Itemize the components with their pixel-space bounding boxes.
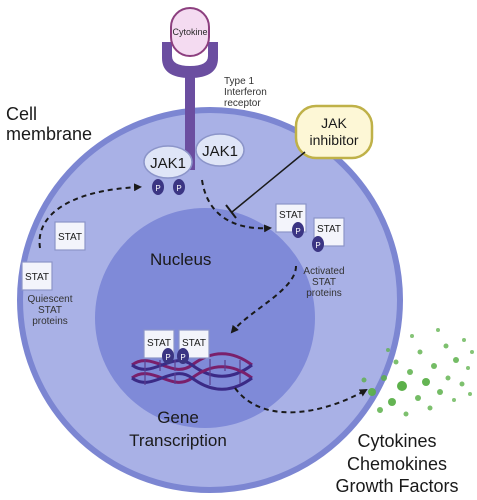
jak-inhibitor [225, 104, 374, 219]
particle-dot [388, 398, 396, 406]
secreted-products-label: Cytokines Chemokines Growth Factors [322, 430, 472, 498]
particle-dot [368, 388, 376, 396]
arrow-jak1-to-stat [201, 179, 272, 233]
stat-label: STAT [182, 338, 206, 349]
quiescent-stat-proteins [21, 221, 86, 291]
particle-dot [443, 343, 449, 349]
dna-helix [131, 352, 253, 391]
output-label-line2: Chemokines [346, 453, 448, 474]
particle-dot [386, 348, 390, 352]
secreted-particles [361, 328, 474, 417]
cytokine-label: Cytokine [172, 27, 207, 37]
phosphate-marker [162, 348, 174, 364]
arrow-quiescent-to-jak1 [38, 183, 142, 249]
arrow-stat-to-nucleus [230, 265, 297, 334]
phosphate-marker [312, 236, 324, 252]
particle-dot [470, 350, 474, 354]
particle-dot [462, 338, 466, 342]
particle-dot [397, 381, 407, 391]
receptor-label-line2: Interferon [224, 87, 267, 99]
interferon-receptor [162, 42, 218, 170]
particle-dot [459, 381, 465, 387]
jak1-receptor-label: JAK1 [202, 143, 238, 160]
phospho-label: P [180, 353, 185, 362]
nucleus-label: Nucleus [150, 250, 212, 269]
activated-label-line2: STAT [311, 277, 337, 289]
jak1-bound-label: JAK1 [150, 155, 186, 172]
phospho-label: P [176, 184, 181, 193]
particle-dot [468, 392, 472, 396]
jak-inhibitor-label-line2: inhibitor [309, 132, 358, 148]
receptor-label-line1: Type 1 [224, 76, 255, 87]
particle-dot [436, 328, 440, 332]
phospho-label: P [315, 241, 320, 250]
activated-label-line3: proteins [306, 288, 342, 300]
inhibition-line [231, 151, 306, 213]
phosphate-marker [292, 222, 304, 238]
cell-membrane-label: Cell membrane [6, 104, 92, 144]
particle-dot [427, 405, 433, 411]
gene-label-line1: Gene [157, 408, 199, 427]
cell-membrane-label-line2: membrane [6, 124, 93, 145]
jak-inhibitor-label-line1: JAK [321, 115, 347, 131]
quiescent-stat-label: Quiescent STAT proteins [22, 294, 78, 328]
particle-dot [410, 334, 414, 338]
quiescent-label-line2: STAT [37, 305, 63, 317]
jak1-phosphorylated [143, 145, 193, 195]
cell-membrane-label-line1: Cell [6, 104, 38, 124]
quiescent-label-line3: proteins [32, 316, 68, 328]
receptor-label: Type 1 Interferon receptor [224, 76, 267, 110]
particle-dot [361, 377, 367, 383]
phospho-label: P [165, 353, 170, 362]
nucleus [95, 208, 315, 428]
arrow-transcription-out [234, 387, 368, 414]
phosphate-marker [173, 179, 185, 195]
particle-dot [452, 398, 456, 402]
activated-stat-label: Activated STAT proteins [294, 266, 354, 300]
particle-dot [431, 363, 437, 369]
particle-dot [437, 389, 443, 395]
particle-dot [453, 357, 459, 363]
phosphate-marker [177, 348, 189, 364]
stat-box [54, 221, 86, 251]
particle-dot [407, 369, 413, 375]
stat-dimer-on-dna [143, 329, 210, 364]
gene-label-line2: Transcription [129, 431, 227, 451]
quiescent-label-line1: Quiescent [27, 294, 73, 305]
phospho-label: P [155, 184, 160, 193]
particle-dot [417, 349, 423, 355]
particle-dot [445, 375, 451, 381]
stat-label: STAT [58, 232, 82, 243]
activated-stat-proteins [275, 203, 345, 252]
particle-dot [415, 395, 421, 401]
stat-label: STAT [25, 272, 49, 283]
activated-label-line1: Activated [303, 266, 345, 277]
particle-dot [422, 378, 430, 386]
phospho-label: P [295, 227, 300, 236]
output-label-line1: Cytokines [357, 431, 437, 451]
particle-dot [466, 366, 470, 370]
stat-label: STAT [147, 338, 171, 349]
particle-dot [403, 411, 409, 417]
dashed-arrows [38, 179, 368, 414]
gene-transcription-label: Gene Transcription [108, 408, 248, 450]
stat-box [21, 261, 53, 291]
inhibition-bar [225, 204, 237, 219]
jak1-receptor-associated [195, 133, 245, 167]
receptor-label-line3: receptor [224, 98, 261, 110]
stat-label: STAT [279, 210, 303, 221]
output-label-line3: Growth Factors [335, 476, 459, 496]
particle-dot [393, 359, 399, 365]
particle-dot [377, 407, 383, 413]
phosphate-marker [152, 179, 164, 195]
particle-dot [381, 375, 387, 381]
stat-label: STAT [317, 224, 341, 235]
cytokine-molecule [170, 7, 210, 57]
